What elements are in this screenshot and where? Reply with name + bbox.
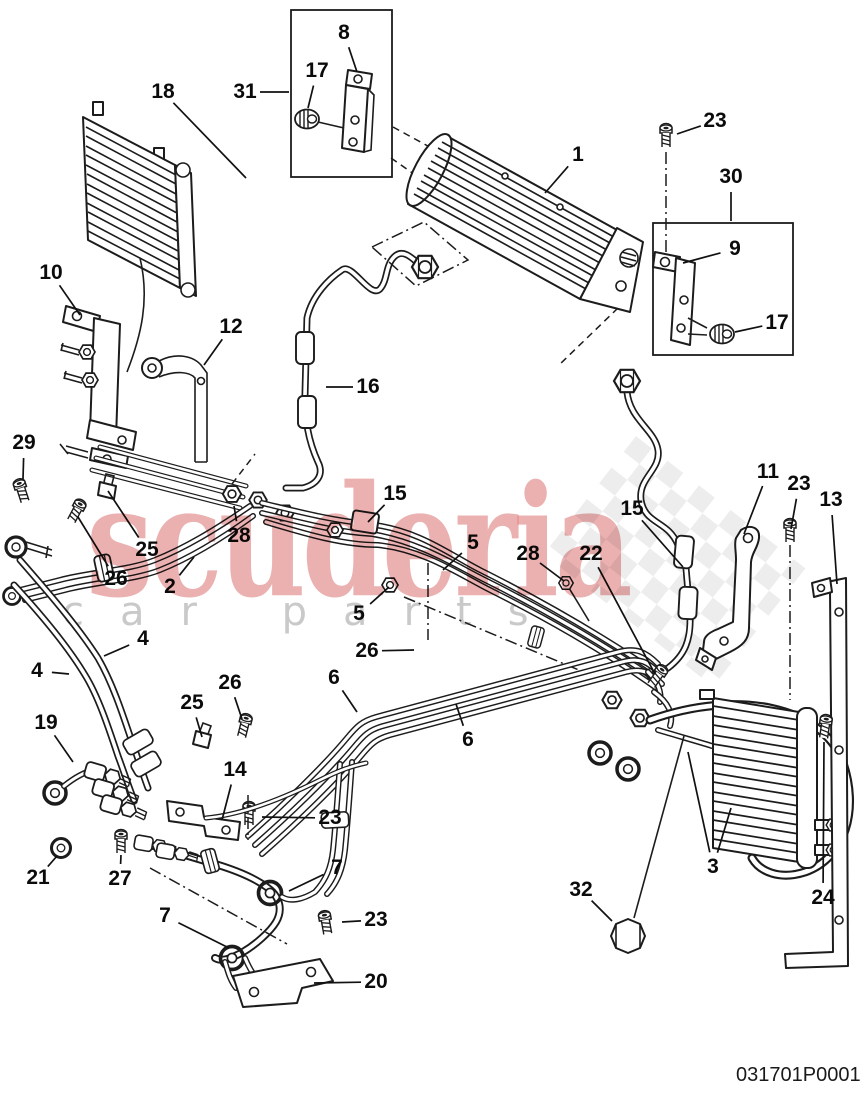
pipe-15-nut <box>612 368 642 394</box>
group-box-31 <box>290 9 393 178</box>
radiator <box>82 101 197 373</box>
o-ring-21 <box>49 836 73 860</box>
screw-23-bottom-center <box>316 908 335 936</box>
bracket-13 <box>784 577 849 969</box>
screw-29 <box>11 476 32 505</box>
bracket-9 <box>652 251 696 346</box>
clamp-25-left <box>97 473 117 500</box>
pipe-16-nut <box>410 254 440 280</box>
bracket-14 <box>166 800 241 841</box>
nut-28-left <box>221 485 243 503</box>
screw-23-right <box>783 517 797 543</box>
clamp-25-bottom <box>192 721 213 749</box>
bracket-12 <box>141 355 208 463</box>
oil-cooler-1 <box>405 133 644 313</box>
cap-32 <box>610 735 685 954</box>
bracket-10 <box>59 305 137 469</box>
screw-23-top <box>659 122 673 148</box>
bracket-20 <box>232 958 334 1008</box>
grommet-17-right <box>709 323 735 345</box>
bracket-11 <box>695 525 761 671</box>
group-box-30 <box>652 222 794 356</box>
grommet-17-left <box>294 108 320 130</box>
screw-26-left <box>65 496 89 525</box>
leader-lines <box>22 46 838 984</box>
fitting-cluster-right <box>587 669 715 782</box>
watermark-tagline: car parts <box>62 589 565 635</box>
screw-26-bottom <box>235 711 254 739</box>
diagram-part-number: 031701P0001 <box>736 1064 861 1086</box>
screw-23-bottom-left <box>242 800 256 826</box>
pipe-eyelet-top <box>4 535 28 559</box>
screw-27 <box>114 828 128 854</box>
bracket-8 <box>341 69 375 153</box>
union-19 <box>42 760 149 824</box>
